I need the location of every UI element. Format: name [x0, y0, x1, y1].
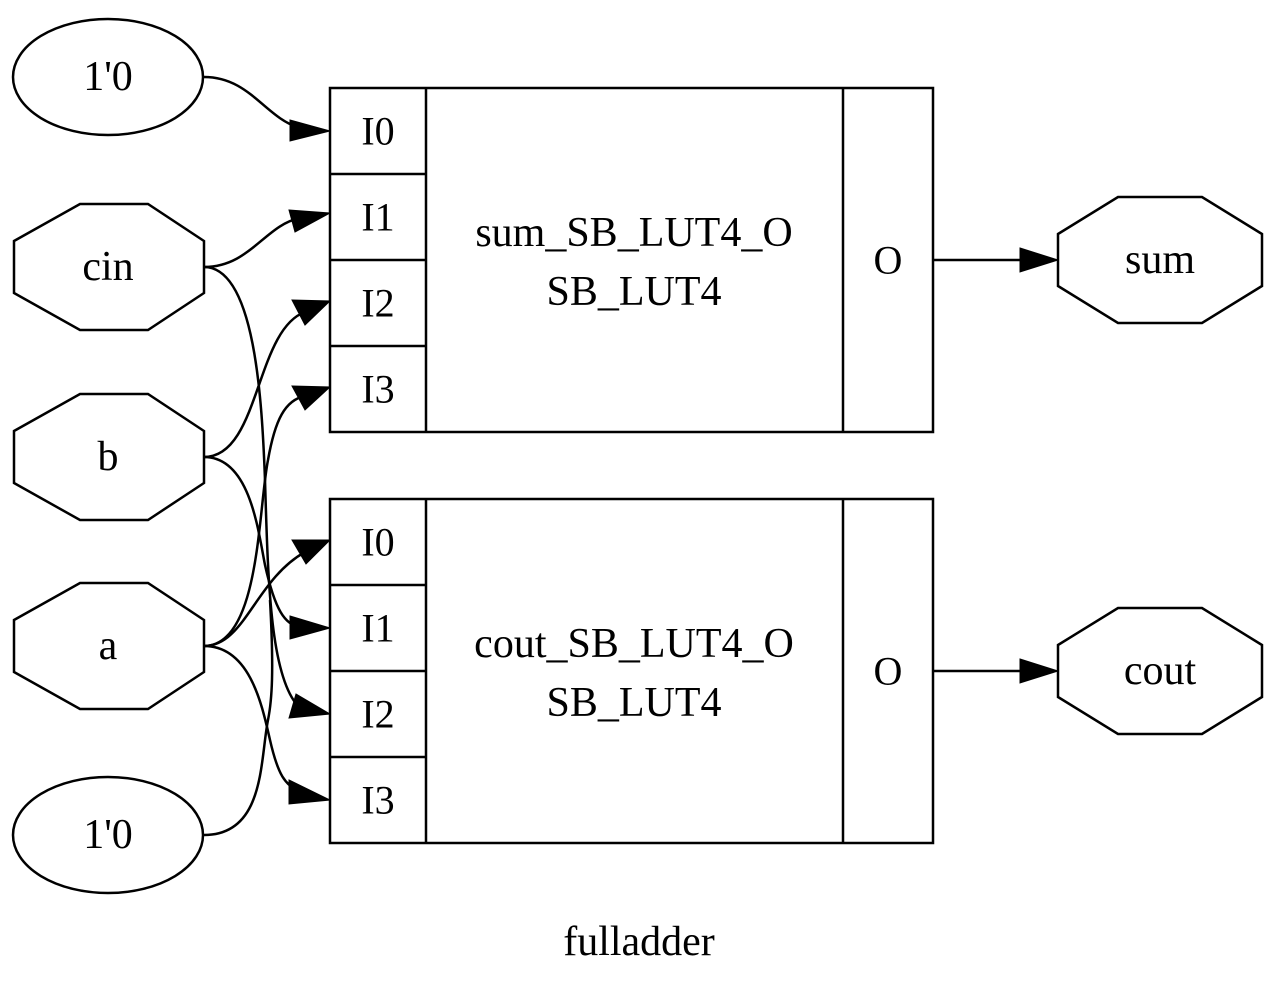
- cout-octagon: [1056, 606, 1264, 736]
- sum-lut-cell[interactable]: I0 I1 I2 I3 sum_SB_LUT4_O SB_LUT4 O: [328, 86, 935, 434]
- arrowhead-sum-i3: [291, 385, 332, 411]
- cin-octagon: [12, 202, 206, 332]
- arrowhead-sum-i1: [288, 209, 332, 233]
- edge-a-to-cout-i3: [203, 644, 301, 794]
- graph-caption: fulladder: [563, 919, 715, 965]
- cout-lut-box: [328, 497, 935, 845]
- const-zero-bottom-node[interactable]: 1'0: [11, 775, 205, 895]
- cin-label: cin: [82, 244, 133, 290]
- const-zero-top-ellipse: [11, 17, 205, 137]
- const-zero-bottom-ellipse: [11, 775, 205, 895]
- edge-cin-to-sum-i1: [203, 216, 301, 269]
- edges: [203, 75, 1060, 837]
- a-octagon: [12, 581, 206, 711]
- const-zero-bottom-label: 1'0: [83, 812, 133, 858]
- sum-port-node[interactable]: sum: [1056, 195, 1264, 325]
- sum-lut-type: SB_LUT4: [546, 269, 721, 315]
- sum-lut-port-i1: I1: [361, 195, 394, 240]
- cout-lut-cell[interactable]: I0 I1 I2 I3 cout_SB_LUT4_O SB_LUT4 O: [328, 497, 935, 845]
- edge-a-to-sum-i3: [203, 394, 306, 648]
- output-nodes: sum cout: [1056, 195, 1264, 736]
- edge-b-to-cout-i1: [203, 455, 301, 629]
- cout-lut-port-i0: I0: [361, 520, 394, 565]
- sum-octagon: [1056, 195, 1264, 325]
- edge-cin-to-cout-i2: [203, 265, 301, 709]
- arrowhead-sum-i0: [289, 119, 332, 142]
- cout-label: cout: [1124, 648, 1197, 694]
- cout-lut-port-o: O: [874, 649, 903, 694]
- edge-const-bottom-to-cout-i3: [203, 599, 274, 837]
- sum-lut-port-i3: I3: [361, 367, 394, 412]
- arrowhead-cout-i1: [289, 615, 332, 640]
- sum-label: sum: [1125, 237, 1195, 283]
- const-zero-top-node[interactable]: 1'0: [11, 17, 205, 137]
- cout-lut-port-i2: I2: [361, 692, 394, 737]
- b-port-node[interactable]: b: [12, 392, 206, 522]
- input-nodes: 1'0 cin b a 1'0: [11, 17, 206, 895]
- arrowhead-sum-i2: [291, 299, 332, 326]
- sum-lut-box: [328, 86, 935, 434]
- cout-lut-type: SB_LUT4: [546, 680, 721, 726]
- edge-const-top-to-sum-i0: [203, 75, 301, 130]
- cout-lut-name: cout_SB_LUT4_O: [474, 621, 794, 667]
- b-octagon: [12, 392, 206, 522]
- arrowhead-cout-i0: [291, 539, 332, 565]
- cout-lut-port-i3: I3: [361, 778, 394, 823]
- arrowhead-sum-output: [1019, 247, 1060, 273]
- edge-a-to-cout-i0: [203, 550, 306, 648]
- a-label: a: [99, 623, 118, 669]
- cin-port-node[interactable]: cin: [12, 202, 206, 332]
- arrowhead-cout-output: [1019, 658, 1060, 684]
- b-label: b: [98, 434, 119, 480]
- const-zero-top-label: 1'0: [83, 54, 133, 100]
- sum-lut-name: sum_SB_LUT4_O: [475, 210, 792, 256]
- a-port-node[interactable]: a: [12, 581, 206, 711]
- edge-b-to-sum-i2: [203, 310, 306, 459]
- cout-port-node[interactable]: cout: [1056, 606, 1264, 736]
- sum-lut-port-i0: I0: [361, 109, 394, 154]
- arrowhead-cout-i3: [288, 779, 332, 805]
- arrowhead-cout-i2: [288, 693, 332, 719]
- sum-lut-port-o: O: [874, 238, 903, 283]
- cout-lut-port-i1: I1: [361, 606, 394, 651]
- sum-lut-port-i2: I2: [361, 281, 394, 326]
